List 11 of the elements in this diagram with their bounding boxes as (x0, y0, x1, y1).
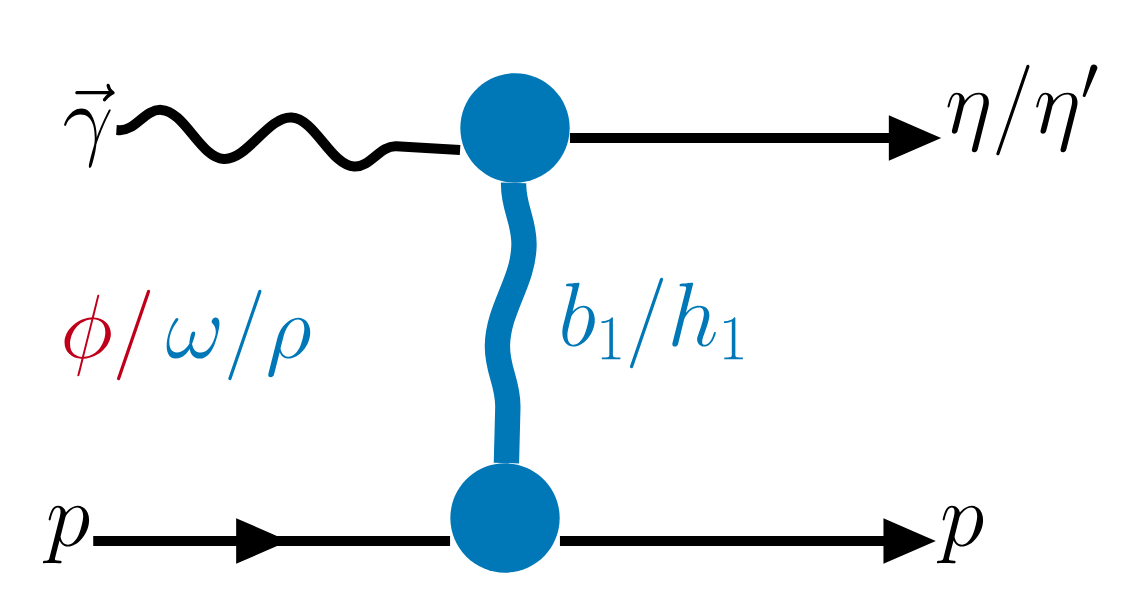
wavy-line (484, 182, 537, 464)
particle-label: $p$ (936, 505, 984, 564)
exchange-label: $\omega/\rho$ (166, 289, 311, 381)
exchange-label: $\phi/$ (64, 289, 151, 381)
vertex-circle (450, 463, 560, 573)
vertex-circle (460, 73, 570, 183)
particle-label: $p$ (42, 505, 90, 564)
wavy-line (114, 104, 461, 172)
particle-label: $\eta/\eta'$ (947, 64, 1098, 156)
edge-label: $b_1/h_1$ (555, 275, 751, 371)
particle-label: $\vec{\gamma}$ (64, 83, 115, 168)
